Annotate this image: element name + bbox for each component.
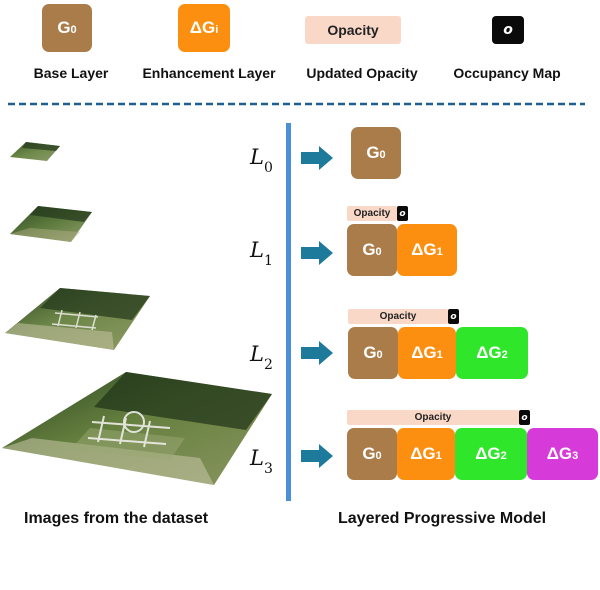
- caption-layered-progressive-model: Layered Progressive Model: [338, 510, 547, 527]
- occupancy-map-block: o: [448, 309, 459, 324]
- arrow-icon-l0: [301, 146, 333, 170]
- level-label-l0: L0: [250, 145, 273, 177]
- arrow-icon-l3: [301, 444, 333, 468]
- vertical-divider: [286, 123, 291, 501]
- dataset-image-l3: [2, 372, 272, 485]
- opacity-bar: Opacity: [347, 410, 519, 425]
- legend-label-occupancy-map: Occupancy Map: [453, 65, 561, 81]
- dashed-separator: [8, 102, 585, 106]
- opacity-bar: Opacity: [348, 309, 448, 324]
- dataset-images: [2, 142, 272, 485]
- caption-images-from-dataset: Images from the dataset: [24, 510, 209, 527]
- arrow-icon-l2: [301, 341, 333, 365]
- arrow-icon-l1: [301, 241, 333, 265]
- legend-label-updated-opacity: Updated Opacity: [306, 65, 418, 81]
- dataset-image-l1: [10, 206, 92, 242]
- legend-occupancy-map-swatch: o: [492, 16, 524, 44]
- opacity-bar: Opacity: [347, 206, 397, 221]
- level-label-l3: L3: [250, 446, 273, 478]
- dataset-image-l0: [10, 142, 60, 161]
- legend-opacity-swatch: Opacity: [305, 16, 401, 44]
- dataset-image-l2: [5, 288, 150, 350]
- legend-label-enhancement-layer: Enhancement Layer: [142, 65, 276, 81]
- occupancy-map-block: o: [397, 206, 408, 221]
- level-label-l1: L1: [250, 238, 273, 270]
- level-label-l2: L2: [250, 342, 273, 374]
- legend-label-base-layer: Base Layer: [33, 65, 109, 81]
- occupancy-map-block: o: [519, 410, 530, 425]
